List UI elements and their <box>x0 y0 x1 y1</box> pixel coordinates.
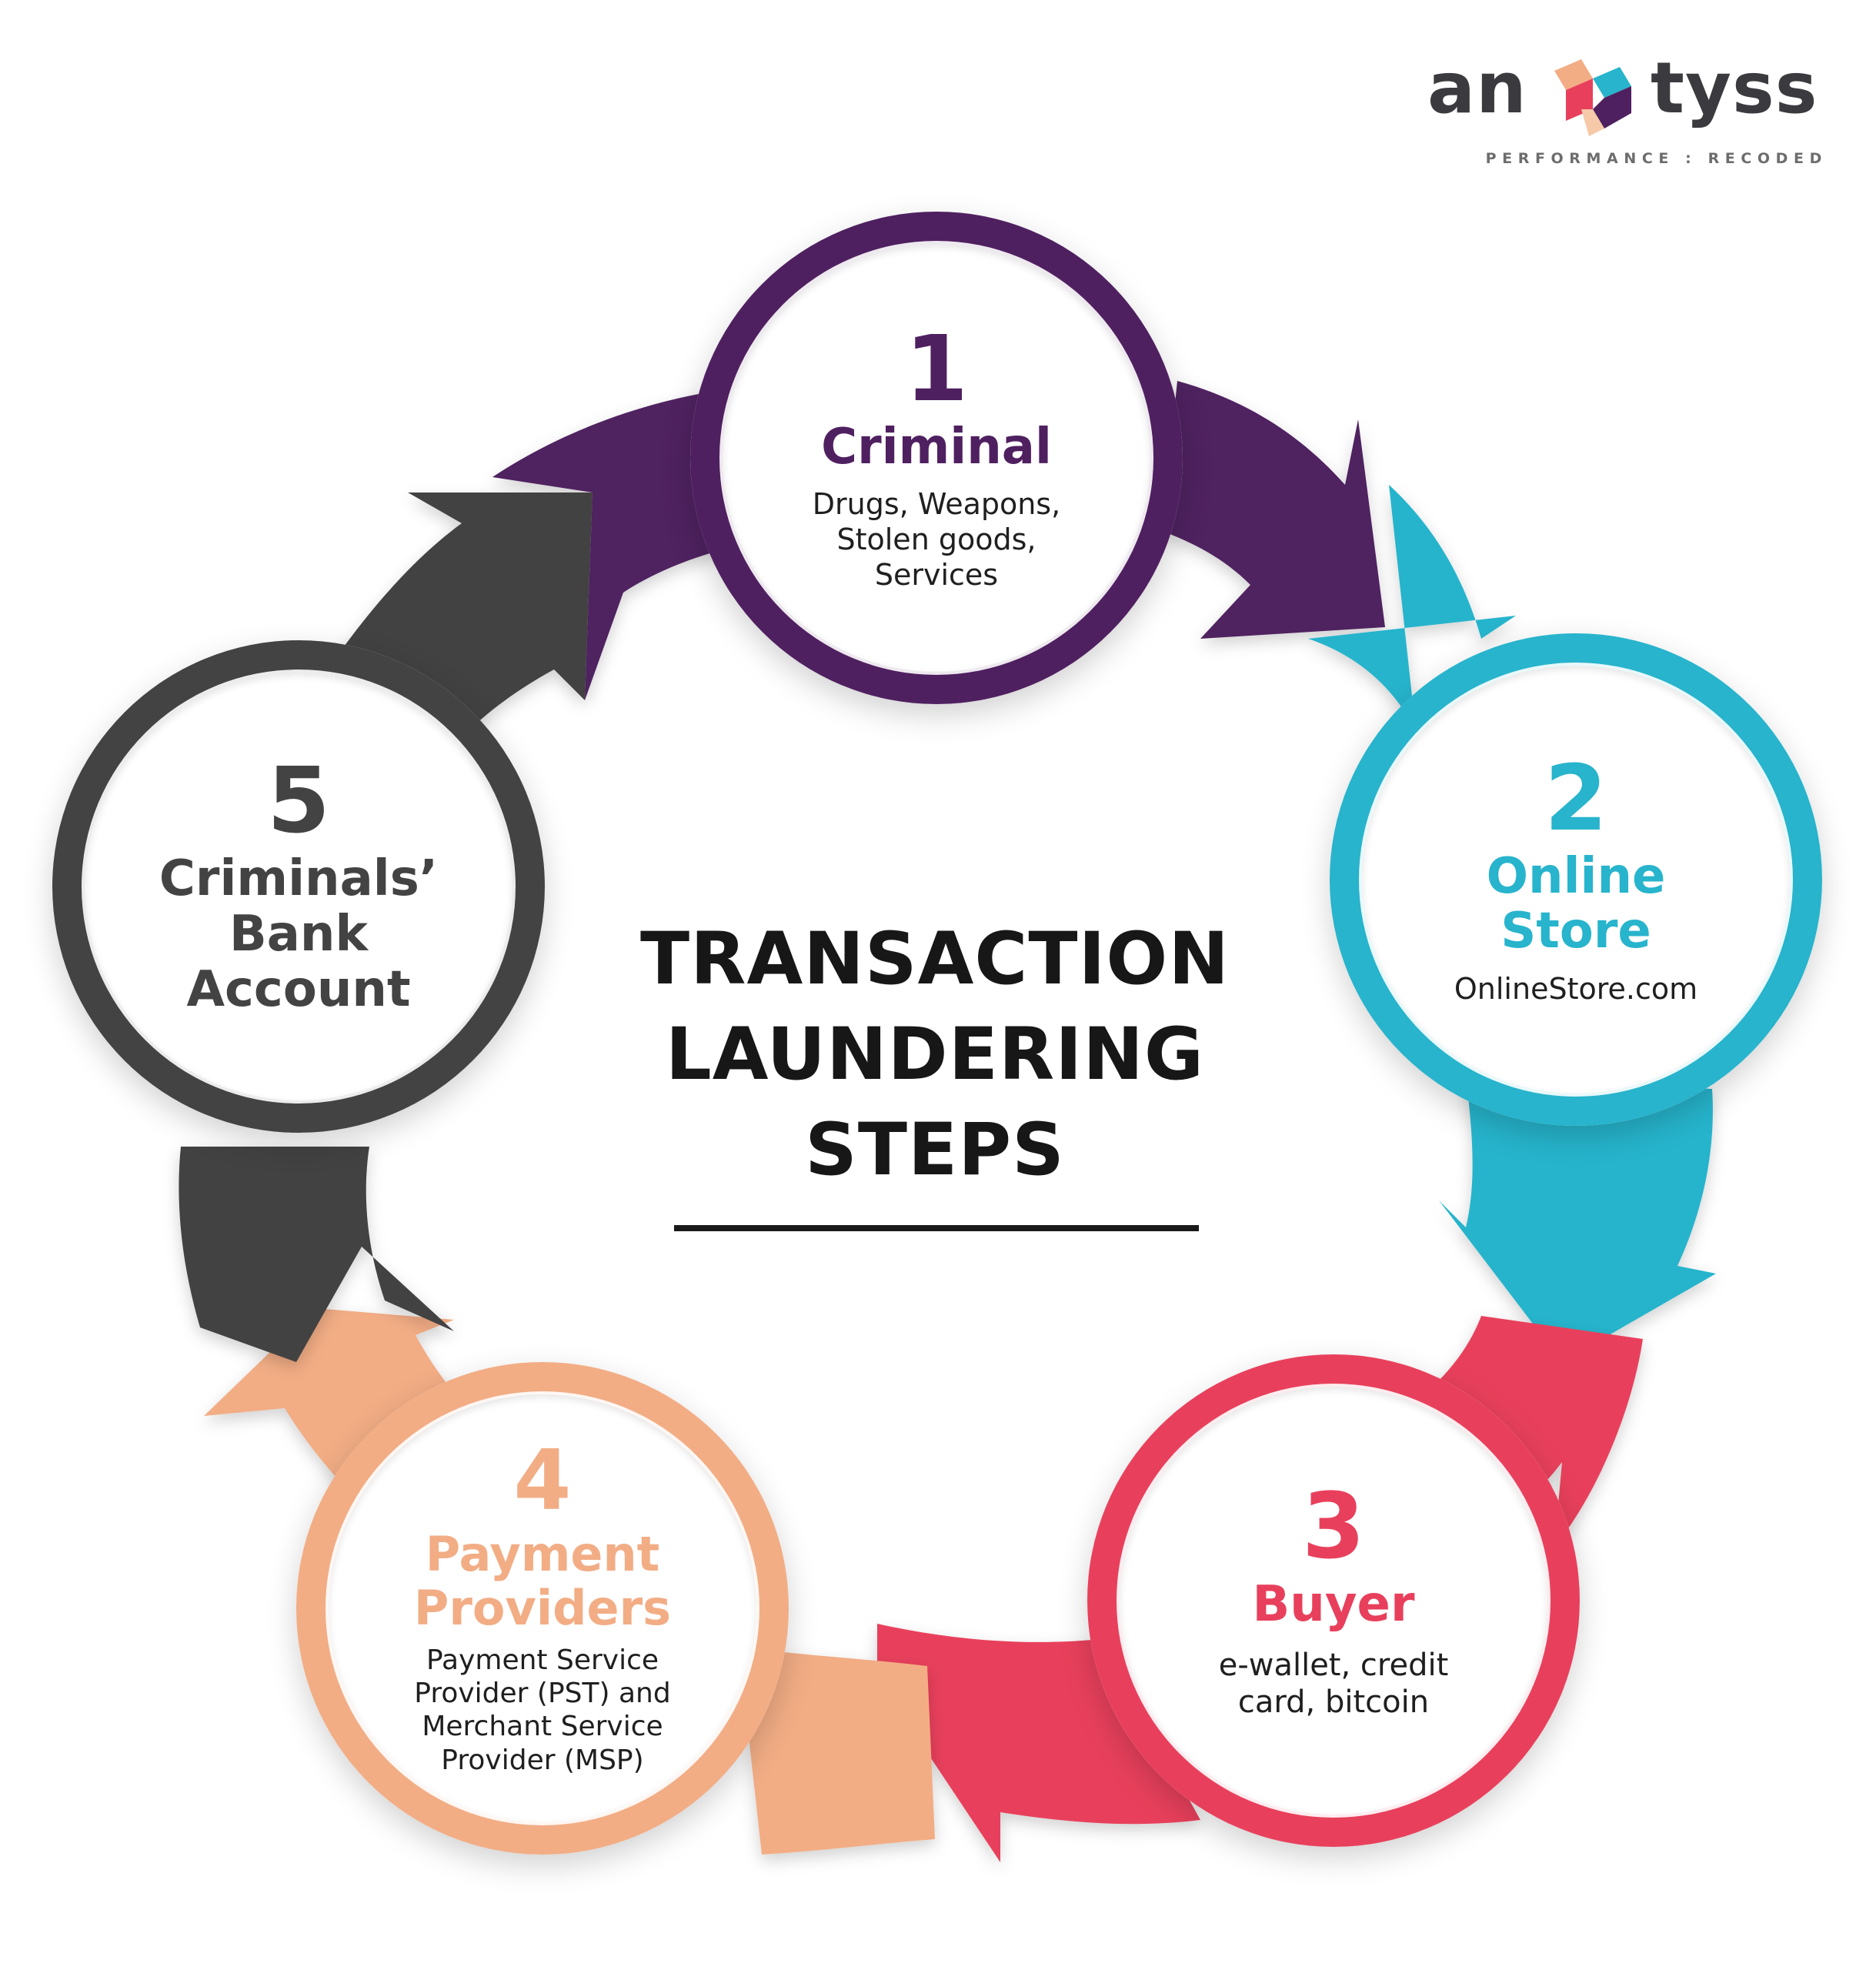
arrow-1-to-2 <box>1162 381 1385 639</box>
step-4-desc-line-1: Payment Service <box>426 1644 659 1677</box>
step-3-name-line-1: Buyer <box>1252 1576 1415 1634</box>
arrow-2-to-3 <box>1308 485 1716 1362</box>
step-4-desc-line-2: Provider (PST) and <box>414 1678 671 1710</box>
logo-cube-icon <box>1554 59 1631 136</box>
step-5-name-line-2: Bank <box>229 906 369 963</box>
step-5-node: 5 Criminals’ Bank Account <box>52 640 545 1133</box>
title-underline <box>674 1225 1199 1231</box>
step-4-description: Payment Service Provider (PST) and Merch… <box>414 1644 670 1777</box>
step-4-desc-line-3: Merchant Service <box>422 1711 663 1743</box>
title-line-2: LAUNDERING <box>665 1013 1205 1097</box>
step-1-name-line-1: Criminal <box>821 418 1052 476</box>
step-1-desc-line-3: Services <box>874 557 999 592</box>
step-1-node: 1 Criminal Drugs, Weapons, Stolen goods,… <box>690 212 1183 704</box>
title-line-1: TRANSACTION <box>639 917 1230 1001</box>
step-5-name-line-1: Criminals’ <box>159 850 439 908</box>
step-5-number: 5 <box>266 747 331 854</box>
step-2-name-line-1: Online <box>1486 847 1666 905</box>
anaptyss-logo: an tyss PERFORMANCE : RECODED <box>1427 46 1828 177</box>
step-5-name-line-3: Account <box>186 960 411 1018</box>
logo-word-left: an <box>1427 47 1527 129</box>
step-2-node: 2 Online Store OnlineStore.com <box>1330 633 1822 1126</box>
step-5-name: Criminals’ Bank Account <box>159 852 438 1017</box>
title-line-3: STEPS <box>805 1108 1065 1192</box>
step-1-description: Drugs, Weapons, Stolen goods, Services <box>813 487 1060 593</box>
logo-tagline: PERFORMANCE : RECODED <box>1485 150 1828 167</box>
step-2-description: OnlineStore.com <box>1454 972 1697 1007</box>
step-4-node: 4 Payment Providers Payment Service Prov… <box>296 1362 789 1855</box>
step-4-name-line-2: Providers <box>413 1579 672 1636</box>
step-3-number: 3 <box>1301 1473 1366 1580</box>
step-1-desc-line-2: Stolen goods, <box>836 523 1036 557</box>
step-3-name: Buyer <box>1252 1576 1415 1634</box>
diagram-title: TRANSACTION LAUNDERING STEPS <box>539 912 1331 1198</box>
step-4-name-line-1: Payment <box>425 1526 660 1583</box>
logo-word-right: tyss <box>1651 47 1818 129</box>
logo-wordmark: an tyss <box>1427 46 1828 131</box>
step-1-number: 1 <box>904 315 969 422</box>
step-1-desc-line-1: Drugs, Weapons, <box>812 487 1061 522</box>
step-2-number: 2 <box>1544 744 1608 851</box>
step-3-desc-line-1: e-wallet, credit <box>1218 1647 1449 1683</box>
step-4-desc-line-4: Provider (MSP) <box>441 1744 644 1776</box>
step-3-desc-line-2: card, bitcoin <box>1237 1684 1430 1720</box>
step-3-description: e-wallet, credit card, bitcoin <box>1219 1647 1449 1721</box>
step-3-node: 3 Buyer e-wallet, credit card, bitcoin <box>1087 1354 1580 1847</box>
step-2-name-line-2: Store <box>1500 903 1651 960</box>
step-1-name: Criminal <box>821 418 1052 476</box>
step-2-desc-line-1: OnlineStore.com <box>1454 971 1698 1006</box>
step-2-name: Online Store <box>1486 847 1666 960</box>
step-4-number: 4 <box>513 1433 572 1530</box>
step-4-name: Payment Providers <box>414 1528 671 1634</box>
